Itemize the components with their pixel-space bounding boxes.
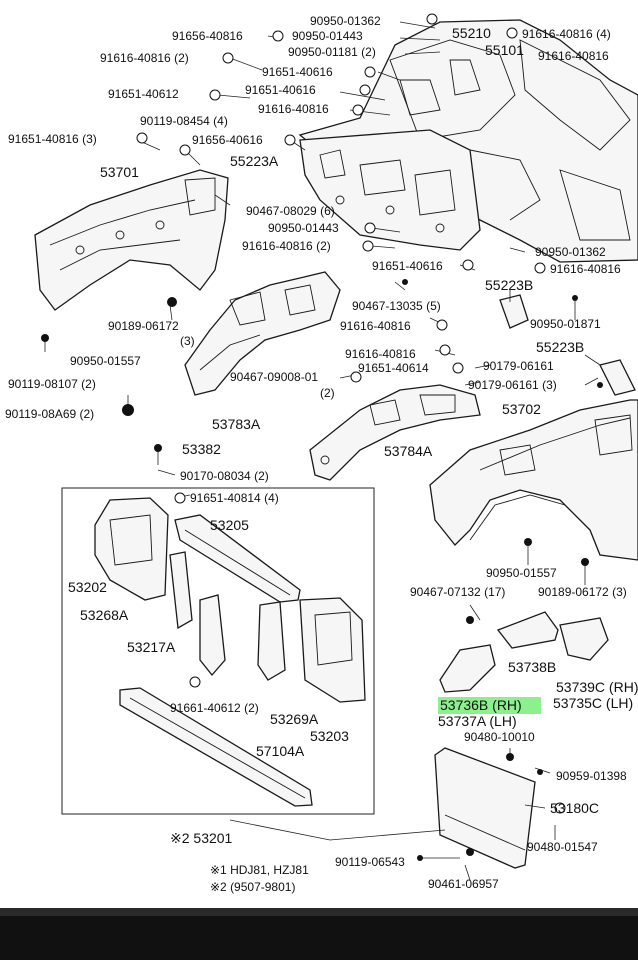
label-a64: 90959-01398: [556, 769, 627, 783]
brace-53784A: [309, 384, 481, 481]
label-a8: 55101: [485, 42, 524, 58]
label-a30: (3): [180, 334, 195, 348]
label-a32: 91616-40816: [345, 347, 416, 361]
label-a66: ※2 53201: [170, 830, 233, 846]
radiator-support-parts: [94, 497, 366, 807]
label-a18: 53701: [100, 164, 139, 180]
small-panels-5373x: [439, 611, 609, 693]
bottom-bar: [0, 908, 638, 960]
label-a68: 90119-06543: [335, 855, 405, 869]
label-a34: 90179-06161: [483, 359, 554, 373]
label-a63: 57104A: [256, 743, 305, 759]
label-a12: 91651-40616: [245, 83, 316, 97]
label-a4: 55210: [452, 25, 491, 41]
label-a28: 91616-40816: [340, 319, 411, 333]
panel-53783A: [184, 271, 341, 396]
label-a42: 53783A: [212, 416, 261, 432]
label-a41: 53702: [502, 401, 541, 417]
label-a55: 53739C (RH): [556, 679, 638, 695]
label-a23: 91651-40616: [372, 259, 443, 273]
label-a16: 91656-40616: [192, 133, 263, 147]
label-a5: 91616-40816 (4): [522, 27, 611, 41]
label-a15: 91651-40816 (3): [8, 132, 97, 146]
label-a24: 91616-40816: [550, 262, 621, 276]
apron-53702: [429, 399, 638, 561]
label-a33: 90950-01557: [70, 354, 141, 368]
label-a38: 90179-06161 (3): [468, 378, 557, 392]
label-a19: 90467-08029 (6): [246, 204, 335, 218]
label-a67: 90480-01547: [527, 840, 598, 854]
label-a50: 90467-07132 (17): [410, 585, 505, 599]
bottom-strip: [0, 908, 638, 916]
label-a13: 91616-40816: [258, 102, 329, 116]
label-a48: 90950-01557: [486, 566, 557, 580]
label-a52: 53268A: [80, 607, 129, 623]
label-a35: 91651-40614: [358, 361, 429, 375]
label-a36: 90467-09008-01: [230, 370, 318, 384]
label-a10: 91651-40616: [262, 65, 333, 79]
highlight-53736B: [438, 697, 541, 714]
label-a2: 91656-40816: [172, 29, 243, 43]
seal-53180C: [434, 747, 536, 869]
label-a49: 53202: [68, 579, 107, 595]
label-a71: ※2 (9507-9801): [210, 880, 295, 894]
apron-53701: [34, 169, 229, 311]
label-a3: 90950-01443: [292, 29, 363, 43]
label-a14: 90119-08454 (4): [140, 114, 228, 128]
label-a27: 90950-01871: [530, 317, 601, 331]
part-labels: 90950-01362 91656-40816 90950-01443 5521…: [5, 14, 638, 908]
label-a40: 90119-08A69 (2): [5, 407, 94, 421]
fastener-symbols: [136, 13, 566, 814]
label-a7: 90950-01181 (2): [288, 45, 376, 59]
label-a26: 90467-13035 (5): [352, 299, 441, 313]
label-a58: 91661-40612 (2): [170, 701, 259, 715]
label-a47: 53205: [210, 517, 249, 533]
label-a25: 55223B: [485, 277, 533, 293]
label-a62: 53203: [310, 728, 349, 744]
fastener-dots: [41, 279, 603, 861]
label-a45: 90170-08034 (2): [180, 469, 269, 483]
label-a1: 90950-01362: [310, 14, 381, 28]
label-a31: 55223B: [536, 339, 584, 355]
label-a6: 91616-40816 (2): [100, 51, 189, 65]
label-a57: 53735C (LH): [553, 695, 633, 711]
label-a39: (2): [320, 386, 335, 400]
label-a9: 91616-40816: [538, 49, 609, 63]
label-a65: 53180C: [550, 800, 599, 816]
label-a17: 55223A: [230, 153, 279, 169]
label-a22: 90950-01362: [535, 245, 606, 259]
label-a46: 91651-40814 (4): [190, 491, 279, 505]
label-a11: 91651-40612: [108, 87, 179, 101]
label-a61: 90480-10010: [464, 730, 535, 744]
label-a59: 53269A: [270, 711, 319, 727]
label-a56: 53736B (RH): [440, 697, 522, 713]
bracket-55223B: [499, 294, 636, 396]
label-a72: 530683: [556, 906, 596, 908]
dash-insulator-55223A: [299, 129, 481, 251]
label-a51: 90189-06172 (3): [538, 585, 627, 599]
label-a20: 90950-01443: [268, 221, 339, 235]
label-a29: 90189-06172: [108, 319, 179, 333]
label-a43: 53382: [182, 441, 221, 457]
label-a60: 53737A (LH): [438, 713, 517, 729]
radiator-support-box: [61, 487, 375, 815]
label-a21: 91616-40816 (2): [242, 239, 331, 253]
label-a54: 53738B: [508, 659, 556, 675]
label-a69: ※1 HDJ81, HZJ81: [210, 863, 309, 877]
label-a53: 53217A: [127, 639, 176, 655]
parts-diagram: 90950-01362 91656-40816 90950-01443 5521…: [5, 13, 638, 908]
label-a70: 90461-06957: [428, 877, 499, 891]
label-a37: 90119-08107 (2): [8, 377, 96, 391]
label-a44: 53784A: [384, 443, 433, 459]
